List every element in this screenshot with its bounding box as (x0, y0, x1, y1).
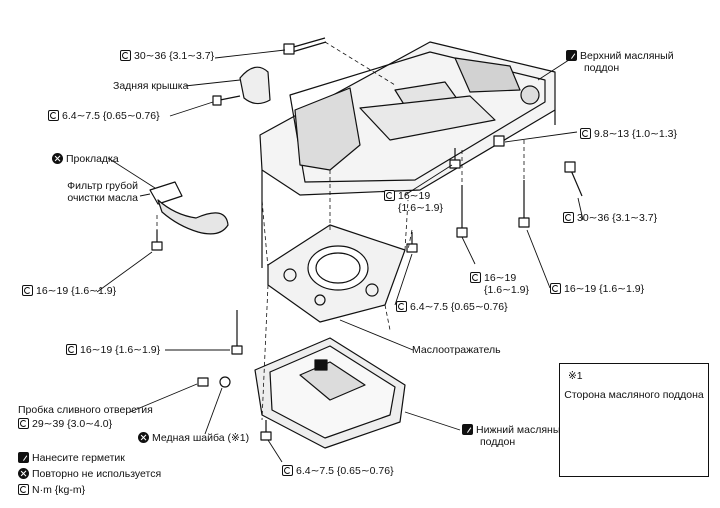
inset-caption: Сторона масляного поддона (564, 389, 704, 401)
inset-box: ※1 Сторона масляного поддона (559, 363, 709, 477)
torque-wrench-icon (470, 272, 481, 283)
rear-cover-torque-label: 6.4∼7.5 {0.65∼0.76} (48, 110, 160, 122)
torque-wrench-icon (66, 344, 77, 355)
strainer-drawing (157, 199, 229, 235)
rear-cover-drawing (239, 66, 271, 105)
no-reuse-icon (138, 432, 149, 443)
baffle-torque-label: 6.4∼7.5 {0.65∼0.76} (396, 301, 508, 313)
stud-torque-label: 16∼19{1.6∼1.9} (470, 272, 529, 296)
left-bolt-torque-label: 16∼19 {1.6∼1.9} (66, 344, 160, 356)
nut-torque-label: 9.8∼13 {1.0∼1.3} (580, 128, 677, 140)
torque-wrench-icon (22, 285, 33, 296)
torque-wrench-icon (580, 128, 591, 139)
upper-oil-pan-drawing (259, 41, 556, 268)
alignment-lines (156, 41, 525, 421)
drain-plug-label: Пробка сливного отверстия (18, 404, 153, 416)
torque-wrench-icon (48, 110, 59, 121)
torque-wrench-icon (18, 418, 29, 429)
torque-wrench-icon (550, 283, 561, 294)
no-reuse-icon (18, 468, 29, 479)
legend-sealant: Нанесите герметик (18, 452, 125, 464)
right-stud-torque-label: 16∼19 {1.6∼1.9} (550, 283, 644, 295)
bolts-drawing (151, 37, 583, 441)
legend-units: N·m {kg-m} (18, 484, 85, 496)
gasket-label: Прокладка (52, 153, 119, 165)
torque-wrench-icon (384, 190, 395, 201)
baffle-label: Маслоотражатель (412, 344, 501, 356)
lower-pan-torque-label: 6.4∼7.5 {0.65∼0.76} (282, 465, 394, 477)
lower-oil-pan-drawing (254, 337, 406, 449)
strainer-bolt-torque-label: 16∼19 {1.6∼1.9} (22, 285, 116, 297)
sealant-icon (462, 424, 473, 435)
legend-no-reuse: Повторно не используется (18, 468, 161, 480)
washer-label: Медная шайба (※1) (138, 432, 249, 444)
mid-bolt-torque-label: 16∼19{1.6∼1.9} (384, 190, 443, 214)
leader-lines (96, 49, 584, 463)
torque-wrench-icon (18, 484, 29, 495)
torque-wrench-icon (396, 301, 407, 312)
sealant-icon (566, 50, 577, 61)
torque-wrench-icon (120, 50, 131, 61)
no-reuse-icon (52, 153, 63, 164)
torque-wrench-icon (563, 212, 574, 223)
rear-cover-label: Задняя крышка (113, 80, 189, 92)
drain-plug-torque-label: 29∼39 {3.0∼4.0} (18, 418, 112, 430)
torque-wrench-icon (282, 465, 293, 476)
sealant-icon (18, 452, 29, 463)
right-bolt-torque-label: 30∼36 {3.1∼3.7} (563, 212, 657, 224)
baffle-plate-drawing (267, 224, 406, 323)
top-bolt-torque-label: 30∼36 {3.1∼3.7} (120, 50, 214, 62)
inset-mark: ※1 (568, 370, 583, 382)
gasket-drawing (149, 181, 183, 205)
